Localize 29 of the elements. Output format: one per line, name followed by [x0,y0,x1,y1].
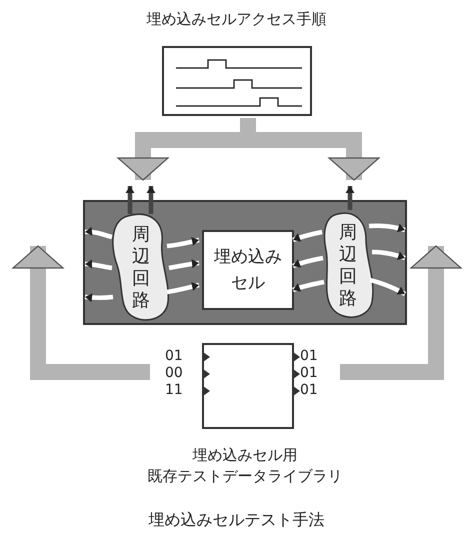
library-label: 埋め込みセル用 [192,446,298,465]
signal-wire [292,280,324,292]
signal-wire [292,230,322,242]
signal-wire [84,227,113,240]
signal-wire [292,256,324,268]
flow-arrow [340,245,462,380]
bit-value: 01 [165,348,183,364]
signal-wire [146,186,156,214]
signal-wire [369,278,406,296]
chart-heading: 埋め込みセルアクセス手順 [146,10,328,29]
chip-box [83,200,407,325]
bit-value: 01 [300,348,318,364]
library-label: 既存テストデータライブラリ [146,467,344,486]
signal-wire [166,237,200,248]
signal-wire [346,186,354,210]
signal-wire [372,250,406,260]
signal-wire [84,260,112,270]
signal-wire [168,259,200,270]
signal-wire [126,186,134,214]
bit-value: 01 [300,382,318,398]
bit-value: 00 [165,365,183,381]
signal-wire [84,293,114,302]
signal-wire [166,282,200,294]
flow-arrow [12,245,150,380]
embedded-cell-box: 埋め込みセル [202,230,294,310]
signal-wire [368,224,406,232]
bit-value: 11 [165,382,183,398]
caption: 埋め込みセルテスト手法 [148,510,326,531]
bit-value: 01 [300,365,318,381]
